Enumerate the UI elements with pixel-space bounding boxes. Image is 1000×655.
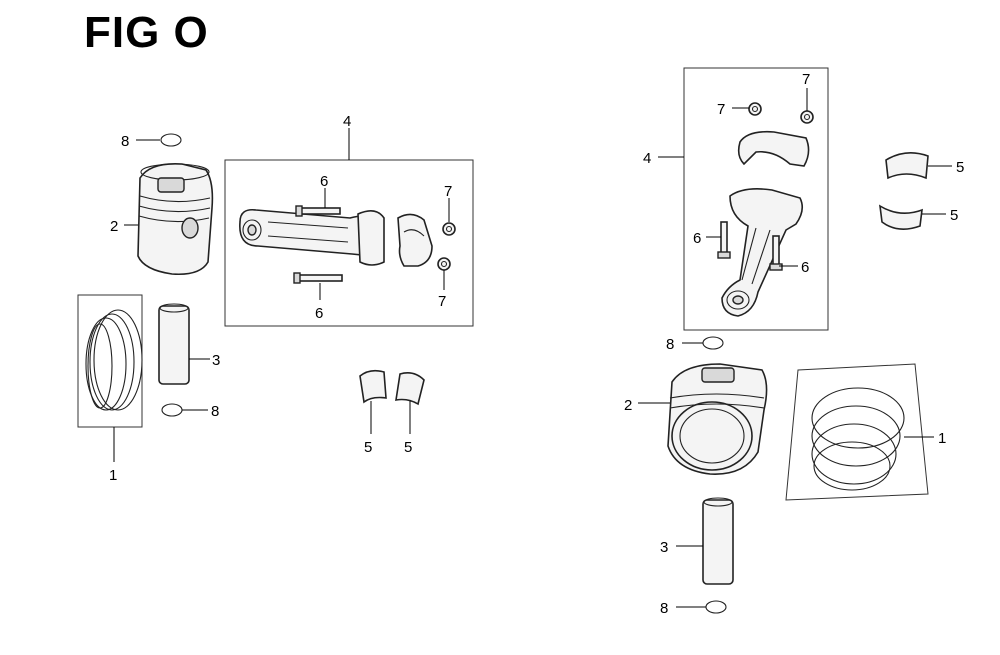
left-rod-cap: [397, 213, 433, 267]
left-callout-4: 4: [343, 113, 351, 130]
left-connecting-rod: [239, 208, 385, 266]
right-bearing-a: [885, 152, 929, 180]
right-callout-8-lower: 8: [660, 600, 668, 617]
left-callout-6-lower: 6: [315, 305, 323, 322]
left-callout-8-upper: 8: [121, 133, 129, 150]
right-callout-6-right: 6: [801, 259, 809, 276]
right-piston-pin-clip-lower: [705, 600, 727, 614]
left-piston: [137, 162, 214, 276]
left-callout-7-upper: 7: [444, 183, 452, 200]
right-piston-pin-clip-upper: [702, 336, 724, 350]
right-piston-ring-set: [811, 387, 905, 491]
left-piston-pin-clip-upper: [160, 133, 182, 147]
right-callout-6-left: 6: [693, 230, 701, 247]
left-callout-5-a: 5: [364, 439, 372, 456]
right-connecting-rod: [721, 188, 804, 317]
left-rod-bolt-lower: [293, 272, 343, 284]
left-piston-pin-clip-lower: [161, 403, 183, 417]
right-rod-group-box: [683, 67, 829, 331]
right-piston: [667, 363, 768, 475]
left-bearing-b: [395, 372, 425, 406]
right-bearing-b: [879, 204, 923, 230]
left-bearing-a: [359, 369, 387, 404]
right-ring-set-box: [785, 363, 929, 501]
left-callout-1: 1: [109, 467, 117, 484]
left-callout-2: 2: [110, 218, 118, 235]
right-callout-2: 2: [624, 397, 632, 414]
right-callout-7-right: 7: [802, 71, 810, 88]
left-piston-pin: [158, 303, 190, 385]
left-callout-7-lower: 7: [438, 293, 446, 310]
left-callout-3: 3: [212, 352, 220, 369]
left-nut-upper: [442, 222, 456, 236]
figure-title: FIG O: [84, 8, 209, 57]
left-callout-8-lower: 8: [211, 403, 219, 420]
right-rod-bolt-right: [769, 235, 783, 271]
left-callout-5-b: 5: [404, 439, 412, 456]
right-callout-5-b: 5: [950, 207, 958, 224]
right-callout-3: 3: [660, 539, 668, 556]
left-rod-bolt-upper: [295, 205, 341, 217]
left-callout-6-upper: 6: [320, 173, 328, 190]
left-piston-ring-set: [85, 309, 143, 411]
right-piston-pin: [702, 497, 734, 585]
right-rod-bolt-left: [717, 221, 731, 259]
right-callout-7-left: 7: [717, 101, 725, 118]
right-rod-cap: [737, 130, 810, 167]
right-nut-left: [748, 102, 762, 116]
right-callout-5-a: 5: [956, 159, 964, 176]
right-callout-8-upper: 8: [666, 336, 674, 353]
right-callout-4: 4: [643, 150, 651, 167]
left-nut-lower: [437, 257, 451, 271]
right-callout-1: 1: [938, 430, 946, 447]
right-nut-right: [800, 110, 814, 124]
